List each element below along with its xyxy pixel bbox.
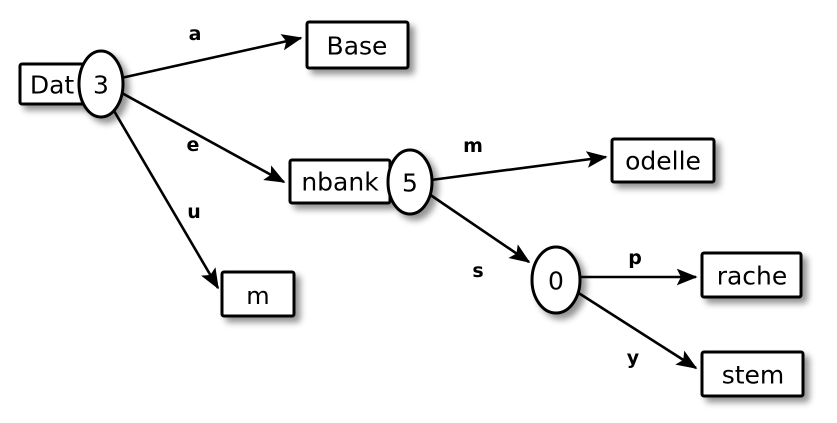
node-stem-shape[interactable] — [700, 350, 805, 398]
edge-label-m: m — [463, 135, 483, 157]
node-base-shape[interactable] — [305, 20, 410, 70]
node-rache-shape[interactable] — [700, 251, 803, 299]
node-m[interactable] — [220, 270, 296, 318]
node-base-label: Base — [327, 32, 388, 61]
node-nbank-label: nbank — [301, 168, 379, 197]
node-m-label: m — [246, 282, 269, 310]
edge-n3-nbank: e — [119, 90, 286, 184]
node-stem-label: stem — [722, 361, 785, 390]
node-0-shape[interactable] — [530, 245, 582, 315]
edge-label-y: y — [627, 347, 640, 369]
edge-line-s — [428, 192, 531, 264]
node-5-label: 5 — [402, 169, 418, 198]
edge-label-s: s — [472, 260, 483, 282]
node-5[interactable] — [386, 148, 434, 216]
edges-layer: a e u m s p — [108, 23, 698, 370]
edge-n5-n0: s — [428, 192, 531, 282]
node-rache[interactable] — [700, 251, 803, 299]
node-5-shape[interactable] — [386, 148, 434, 216]
edge-n5-odelle: m — [430, 135, 608, 182]
edge-n0-stem: y — [576, 290, 698, 370]
nodes-layer: Dat 3 Base nbank 5 m — [18, 20, 805, 398]
node-dat-label: Dat — [30, 71, 75, 100]
node-3-shape[interactable] — [77, 49, 125, 119]
edge-line-m — [430, 151, 608, 182]
edge-line-a — [120, 34, 303, 80]
edge-label-u: u — [187, 201, 201, 223]
edge-label-e: e — [187, 134, 200, 156]
node-stem[interactable] — [700, 350, 805, 398]
node-m-shape[interactable] — [220, 270, 296, 318]
edge-n0-rache: p — [580, 247, 698, 286]
edge-line-e — [119, 90, 286, 184]
node-odelle[interactable] — [610, 137, 716, 184]
edge-line-y — [576, 290, 698, 370]
node-0-label: 0 — [548, 267, 564, 296]
edge-n3-base: a — [120, 23, 303, 80]
edge-label-a: a — [189, 23, 202, 45]
node-rache-label: rache — [717, 262, 788, 291]
node-odelle-shape[interactable] — [610, 137, 716, 184]
node-0[interactable] — [530, 245, 582, 315]
node-3-label: 3 — [93, 71, 109, 100]
edge-line-u — [108, 103, 220, 290]
node-3[interactable] — [77, 49, 125, 119]
node-base[interactable] — [305, 20, 410, 70]
node-odelle-label: odelle — [625, 147, 701, 176]
edge-label-p: p — [628, 247, 642, 269]
edge-n3-m: u — [108, 103, 220, 290]
